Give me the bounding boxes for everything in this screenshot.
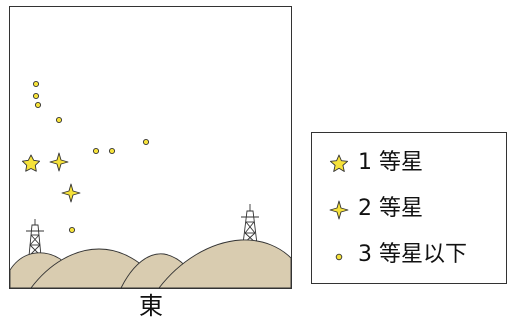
- direction-label: 東: [139, 292, 163, 320]
- legend-label-3rd-magnitude-and-below: 3 等星以下: [358, 242, 467, 267]
- legend-label-1st-magnitude: 1 等星: [358, 150, 423, 175]
- star-3rd-magnitude: [34, 101, 42, 109]
- legend-item-3rd-magnitude-and-below: 3 等星以下: [312, 235, 506, 275]
- small-dot-icon: [335, 253, 343, 261]
- star-3rd-magnitude: [142, 138, 150, 146]
- five-point-star-icon: [329, 154, 349, 172]
- star-3rd-magnitude: [32, 80, 40, 88]
- star-3rd-magnitude: [32, 92, 40, 100]
- star-3rd-magnitude: [108, 147, 116, 155]
- star-1st-magnitude: [21, 154, 41, 172]
- legend-item-1st-magnitude: 1 等星: [312, 143, 506, 183]
- left-tower: [26, 219, 44, 257]
- star-3rd-magnitude: [68, 226, 76, 234]
- four-point-star-icon: [329, 200, 349, 220]
- star-2nd-magnitude: [49, 152, 69, 172]
- star-3rd-magnitude: [92, 147, 100, 155]
- legend-item-2nd-magnitude: 2 等星: [312, 189, 506, 229]
- star-3rd-magnitude: [55, 116, 63, 124]
- hills: [9, 239, 292, 289]
- sky-panel: [9, 6, 292, 289]
- hill-right: [158, 239, 292, 289]
- stars: [21, 80, 150, 234]
- legend: 1 等星 2 等星 3 等星以下: [311, 132, 507, 284]
- legend-label-2nd-magnitude: 2 等星: [358, 196, 423, 221]
- star-2nd-magnitude: [61, 183, 81, 203]
